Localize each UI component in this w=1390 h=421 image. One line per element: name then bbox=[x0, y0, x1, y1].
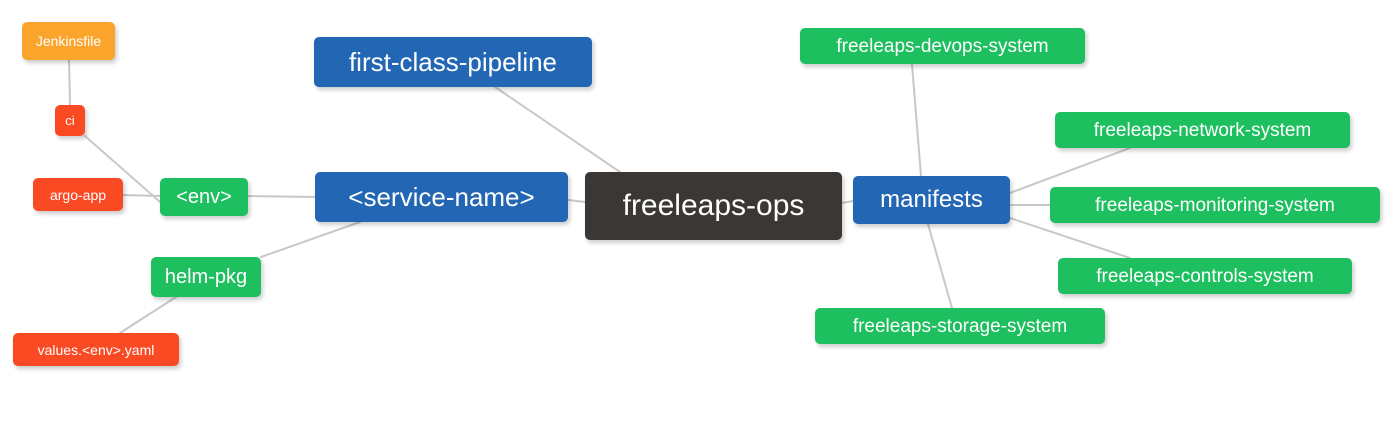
node-storage-system[interactable]: freeleaps-storage-system bbox=[815, 308, 1105, 344]
edge-env-to-service-name bbox=[247, 195, 316, 198]
node-helm-pkg[interactable]: helm-pkg bbox=[151, 257, 261, 297]
node-service-name[interactable]: <service-name> bbox=[315, 172, 568, 222]
edge-manifests-to-storage-system bbox=[927, 223, 953, 309]
edge-freeleaps-ops-to-manifests bbox=[841, 200, 854, 204]
node-jenkinsfile[interactable]: Jenkinsfile bbox=[22, 22, 115, 60]
node-env[interactable]: <env> bbox=[160, 178, 248, 216]
node-manifests[interactable]: manifests bbox=[853, 176, 1010, 224]
edge-helm-pkg-to-service-name bbox=[260, 221, 361, 258]
edge-service-name-to-freeleaps-ops bbox=[567, 199, 586, 203]
node-ci[interactable]: ci bbox=[55, 105, 85, 136]
node-first-class-pipeline[interactable]: first-class-pipeline bbox=[314, 37, 592, 87]
edge-manifests-to-controls-system bbox=[1009, 217, 1131, 259]
edge-jenkinsfile-to-ci bbox=[68, 59, 71, 106]
node-monitoring-system[interactable]: freeleaps-monitoring-system bbox=[1050, 187, 1380, 223]
edge-argo-app-to-env bbox=[122, 194, 161, 197]
node-freeleaps-ops[interactable]: freeleaps-ops bbox=[585, 172, 842, 240]
edge-values-yaml-to-helm-pkg bbox=[119, 296, 177, 334]
node-network-system[interactable]: freeleaps-network-system bbox=[1055, 112, 1350, 148]
edge-first-class-pipeline-to-freeleaps-ops bbox=[494, 86, 621, 173]
node-controls-system[interactable]: freeleaps-controls-system bbox=[1058, 258, 1352, 294]
edge-manifests-to-devops-system bbox=[911, 63, 922, 177]
node-argo-app[interactable]: argo-app bbox=[33, 178, 123, 211]
node-devops-system[interactable]: freeleaps-devops-system bbox=[800, 28, 1085, 64]
node-values-yaml[interactable]: values.<env>.yaml bbox=[13, 333, 179, 366]
